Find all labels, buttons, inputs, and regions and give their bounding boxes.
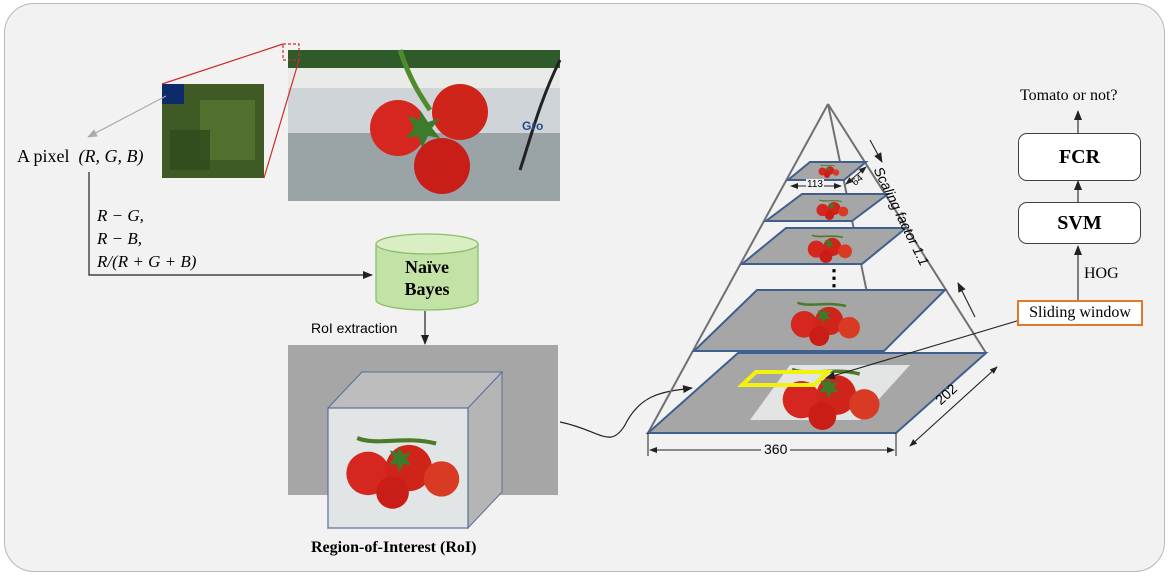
sliding-window-box: Sliding window — [1017, 300, 1143, 326]
feature-r-minus-b: R − B, — [97, 229, 142, 248]
roi-extraction-label: RoI extraction — [311, 320, 398, 336]
pixel-label: A pixel (R, G, B) — [17, 146, 144, 166]
width-dimension-label: 360 — [761, 441, 791, 457]
image-pyramid — [645, 103, 998, 456]
output-label: Tomato or not? — [1020, 87, 1118, 104]
zoomed-pixel-crop — [161, 43, 300, 179]
naive-bayes-cylinder — [375, 233, 479, 311]
greenhouse-photo: Gro — [282, 43, 562, 201]
fcr-box: FCR — [1018, 133, 1141, 181]
roi-caption: Region-of-Interest (RoI) — [311, 539, 477, 556]
feature-r-normalized: R/(R + G + B) — [97, 252, 197, 271]
layer-ellipsis: ⋮ — [823, 265, 845, 290]
feature-r-minus-g: R − G, — [97, 206, 144, 225]
roi-image — [288, 345, 558, 530]
svm-box: SVM — [1018, 202, 1141, 244]
color-features: R − G, R − B, R/(R + G + B) — [97, 204, 196, 273]
pixel-tuple: (R, G, B) — [78, 146, 144, 166]
hog-label: HOG — [1084, 265, 1119, 282]
naive-bayes-label: Naïve Bayes — [404, 257, 450, 299]
top-width-label: 113 — [806, 179, 824, 190]
svg-text:Gro: Gro — [522, 119, 543, 133]
